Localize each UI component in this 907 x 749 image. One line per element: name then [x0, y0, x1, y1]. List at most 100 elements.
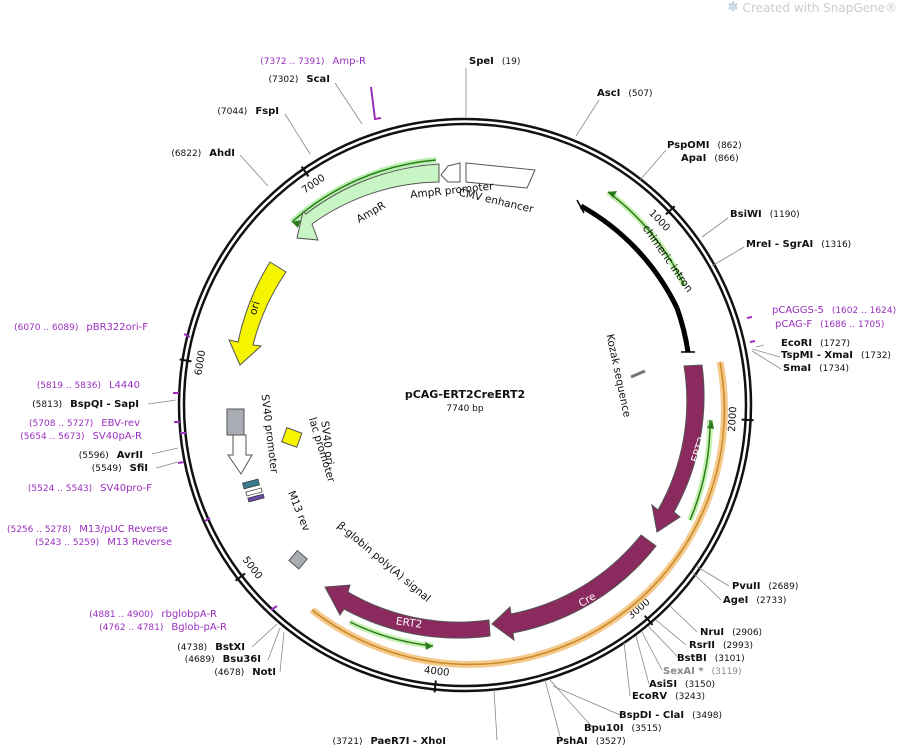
restriction-site-label: ApaI(866)	[681, 153, 739, 164]
backbone-inner	[182, 122, 748, 688]
kozak-feature	[630, 369, 646, 379]
tick-mark	[741, 418, 754, 422]
restriction-site-label: TspMI - XmaI(1732)	[781, 350, 891, 361]
intron-end-cap-a	[576, 199, 585, 214]
restriction-site-label: PvuII(2689)	[732, 581, 798, 592]
tick-mark	[179, 358, 192, 363]
restriction-site-label: (5596)AvrII	[79, 450, 143, 461]
ampr-orf-arrow-core	[291, 159, 437, 223]
primer-label: (5708 .. 5727)EBV-rev	[29, 418, 140, 429]
restriction-site-label: (7044)FspI	[217, 106, 279, 117]
restriction-site-label: MreI - SgrAI(1316)	[746, 239, 851, 250]
intron-orf-arrowhead	[608, 191, 617, 198]
sv40-ori-box	[281, 427, 303, 448]
watermark-text: Created with SnapGene®	[742, 0, 897, 15]
pcag-f-primer-bar	[749, 340, 756, 343]
primer-label: (5654 .. 5673)SV40pA-R	[20, 431, 142, 442]
primer-label: (7372 .. 7391)Amp-R	[260, 56, 366, 67]
restriction-site-label: (4689)Bsu36I	[185, 654, 261, 665]
restriction-site-label: BsiWI(1190)	[730, 209, 800, 220]
tick-mark	[300, 166, 310, 178]
bglobin-polya-box	[288, 549, 308, 570]
lac-operator-box	[245, 487, 263, 497]
cmv-enhancer-feature	[465, 162, 536, 189]
restriction-site-label: (4678)NotI	[214, 667, 276, 678]
restriction-site-label: AsiSI(3150)	[649, 679, 715, 690]
primer-labels: (7372 .. 7391)Amp-R pCAGGS-5(1602 .. 1624…	[7, 56, 896, 633]
tick-label: 7000	[300, 173, 327, 196]
sv40-promoter-arrow	[227, 434, 253, 475]
rbglob-primer-bar	[270, 605, 278, 611]
restriction-site-label: PspOMI(862)	[667, 140, 742, 151]
restriction-site-label: (6822)AhdI	[171, 148, 235, 159]
restriction-site-label: (5549)SfiI	[92, 463, 148, 474]
restriction-site-label: EcoRV(3243)	[632, 691, 705, 702]
ampr-promoter-feature	[440, 162, 461, 183]
restriction-site-label: (7302)ScaI	[268, 74, 330, 85]
sv40pro-primer-bar	[177, 461, 185, 464]
pcaggs5-primer-bar	[746, 316, 753, 319]
primer-label: (5256 .. 5278)M13/pUC Reverse	[7, 524, 168, 535]
amp-r-primer-bar	[370, 86, 382, 121]
restriction-site-label: SmaI(1734)	[783, 363, 849, 374]
tick-label: 2000	[727, 406, 739, 432]
orf-outline-ring-core	[311, 361, 726, 666]
primer-label: (6070 .. 6089)pBR322ori-F	[14, 322, 148, 333]
ert2-orf-arrowhead	[707, 420, 714, 429]
m13puc-primer-bar	[204, 517, 211, 522]
restriction-site-label: NruI(2906)	[700, 627, 762, 638]
tick-label: 6000	[193, 349, 208, 376]
restriction-site-label: (5813)BspQI - SapI	[32, 399, 139, 410]
ampr-feature	[296, 163, 440, 241]
backbone-outer	[177, 117, 753, 693]
restriction-site-label: PshAI(3527)	[556, 736, 626, 747]
pbr322ori-primer-bar	[183, 333, 191, 338]
intron-orf-arrow-core	[607, 191, 685, 286]
restriction-site-label: RsrII(2993)	[689, 640, 753, 651]
snapgene-watermark: ✽ Created with SnapGene®	[728, 0, 897, 15]
ert2-orf-arrow-core	[689, 419, 711, 521]
snapgene-logo-icon: ✽	[727, 0, 739, 15]
tick-mark	[433, 680, 437, 693]
restriction-site-label: (3721)PaeR7I - XhoI	[333, 736, 446, 747]
primer-label: (5524 .. 5543)SV40pro-F	[28, 483, 152, 494]
sv40-promoter-label: SV40 promoter	[258, 394, 280, 475]
plasmid-size: 7740 bp	[446, 404, 483, 414]
restriction-site-label: AgeI(2733)	[723, 595, 786, 606]
restriction-site-label: AscI(507)	[597, 88, 653, 99]
tick-mark	[665, 205, 676, 216]
primer-label: (5819 .. 5836)L4440	[37, 380, 140, 391]
restriction-site-label: BstBI(3101)	[677, 653, 745, 664]
restriction-site-label: EcoRI(1727)	[781, 338, 850, 349]
m13-rev-box	[247, 493, 265, 503]
ert2b-orf-arrowhead	[425, 642, 433, 650]
m13-rev-label: M13 rev	[285, 489, 312, 533]
restriction-site-label: Bpu10I(3515)	[584, 723, 661, 734]
cre-feature	[491, 534, 657, 642]
tick-mark	[644, 615, 654, 626]
primer-label: pCAGGS-5(1602 .. 1624)	[772, 305, 896, 316]
lac-promoter-box	[242, 478, 260, 490]
chimeric-intron-feature-b	[674, 307, 691, 353]
leader-lines	[147, 68, 782, 741]
cmv-enhancer-label: CMV enhancer	[458, 187, 536, 216]
kozak-label: Kozak sequence	[604, 333, 633, 418]
primer-label: (4762 .. 4781)Bglob-pA-R	[99, 622, 227, 633]
tick-mark	[234, 572, 246, 582]
restriction-site-label: SpeI(19)	[469, 56, 520, 67]
ampr-orf-arrowhead	[292, 220, 301, 228]
restriction-site-label: BspDI - ClaI(3498)	[619, 710, 722, 721]
ori-feature	[228, 261, 287, 366]
bglobin-label: β-globin poly(A) signal	[335, 520, 433, 605]
ert2b-label: ERT2	[395, 615, 423, 631]
ampr-label: AmpR	[355, 199, 388, 225]
ert2-feature	[651, 364, 705, 533]
ori-label: ori	[247, 300, 263, 317]
plasmid-name: pCAG-ERT2CreERT2	[405, 388, 525, 401]
primer-label: (4881 .. 4900)rbglobpA-R	[89, 609, 217, 620]
restriction-site-label: (4738)BstXI	[177, 642, 245, 653]
ert2b-feature	[324, 584, 491, 639]
restriction-site-labels: SpeI(19) AscI(507) PspOMI(862) ApaI(866) Bsi…	[32, 56, 891, 747]
primer-label: (5243 .. 5259)M13 Reverse	[35, 537, 172, 548]
